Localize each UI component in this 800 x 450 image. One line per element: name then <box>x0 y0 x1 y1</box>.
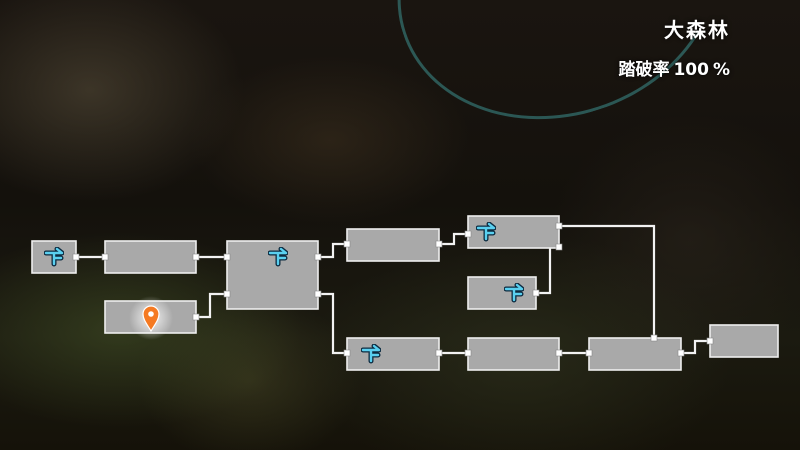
map-room <box>346 228 440 262</box>
connection <box>536 245 559 295</box>
exploration-unit: % <box>712 60 730 80</box>
door-marker <box>343 240 351 248</box>
door-marker <box>192 313 200 321</box>
connection <box>439 232 468 246</box>
door-marker <box>555 243 563 251</box>
door-marker <box>314 253 322 261</box>
map-room <box>467 337 560 371</box>
map-room <box>346 337 440 371</box>
map-rooms <box>31 215 779 371</box>
map-room <box>467 276 537 310</box>
map-room <box>104 240 197 274</box>
exploration-value: 100 <box>673 60 709 80</box>
door-marker <box>464 349 472 357</box>
map-room <box>709 324 779 358</box>
door-marker <box>650 334 658 342</box>
door-marker <box>555 222 563 230</box>
map-room <box>588 337 682 371</box>
door-marker <box>343 349 351 357</box>
map-room <box>467 215 560 249</box>
door-marker <box>464 230 472 238</box>
connection <box>196 292 227 319</box>
door-marker <box>223 290 231 298</box>
door-marker <box>555 349 563 357</box>
door-marker <box>314 290 322 298</box>
door-marker <box>101 253 109 261</box>
door-marker <box>532 289 540 297</box>
door-marker <box>223 253 231 261</box>
exploration-label: 踏破率 <box>618 60 670 80</box>
door-marker <box>585 349 593 357</box>
door-marker <box>192 253 200 261</box>
door-marker <box>706 337 714 345</box>
door-marker <box>435 240 443 248</box>
connection <box>559 224 656 338</box>
door-marker <box>677 349 685 357</box>
door-marker <box>72 253 80 261</box>
location-pin-icon <box>142 305 160 333</box>
connection <box>318 242 347 259</box>
door-marker <box>435 349 443 357</box>
current-location <box>129 296 173 340</box>
area-name: 大森林 <box>664 18 730 42</box>
door-markers <box>72 222 714 357</box>
connection <box>318 292 347 355</box>
connection <box>681 339 710 355</box>
